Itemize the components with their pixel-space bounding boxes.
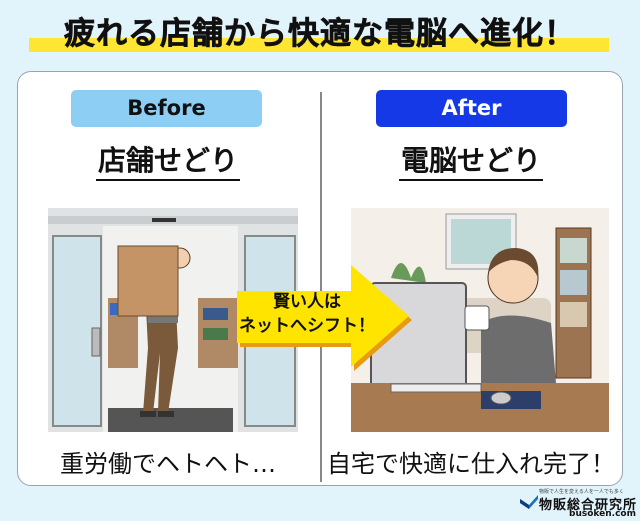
logo-url: busoken.com: [569, 509, 636, 519]
arrow-line-1: 賢い人は: [273, 292, 341, 312]
logo-tagline: 物販で人生を変える人を一人でも多く: [539, 489, 624, 495]
arrow-line-2: ネットへシフト！: [239, 316, 375, 336]
logo-mark-icon: [520, 495, 538, 509]
arrow-right-icon: [237, 265, 412, 371]
after-title: 電脳せどり: [321, 145, 621, 181]
arrow-message: 賢い人は ネットへシフト！: [237, 290, 377, 338]
headline: 疲れる店舗から快適な電脳へ進化！: [0, 0, 640, 62]
headline-highlight: [29, 38, 609, 52]
headline-text: 疲れる店舗から快適な電脳へ進化！: [64, 16, 576, 53]
comparison-card: Before 店舗せどり: [17, 71, 623, 486]
before-badge: Before: [71, 90, 262, 127]
before-title: 店舗せどり: [18, 145, 318, 181]
before-caption: 重労働でヘトヘト…: [60, 450, 276, 478]
company-logo[interactable]: 物販で人生を変える人を一人でも多く 物販総合研究所 busoken.com: [517, 487, 640, 521]
after-caption: 自宅で快適に仕入れ完了！: [327, 450, 615, 478]
after-badge: After: [376, 90, 567, 127]
logo-name: 物販総合研究所: [539, 498, 638, 513]
column-divider: [320, 92, 322, 482]
